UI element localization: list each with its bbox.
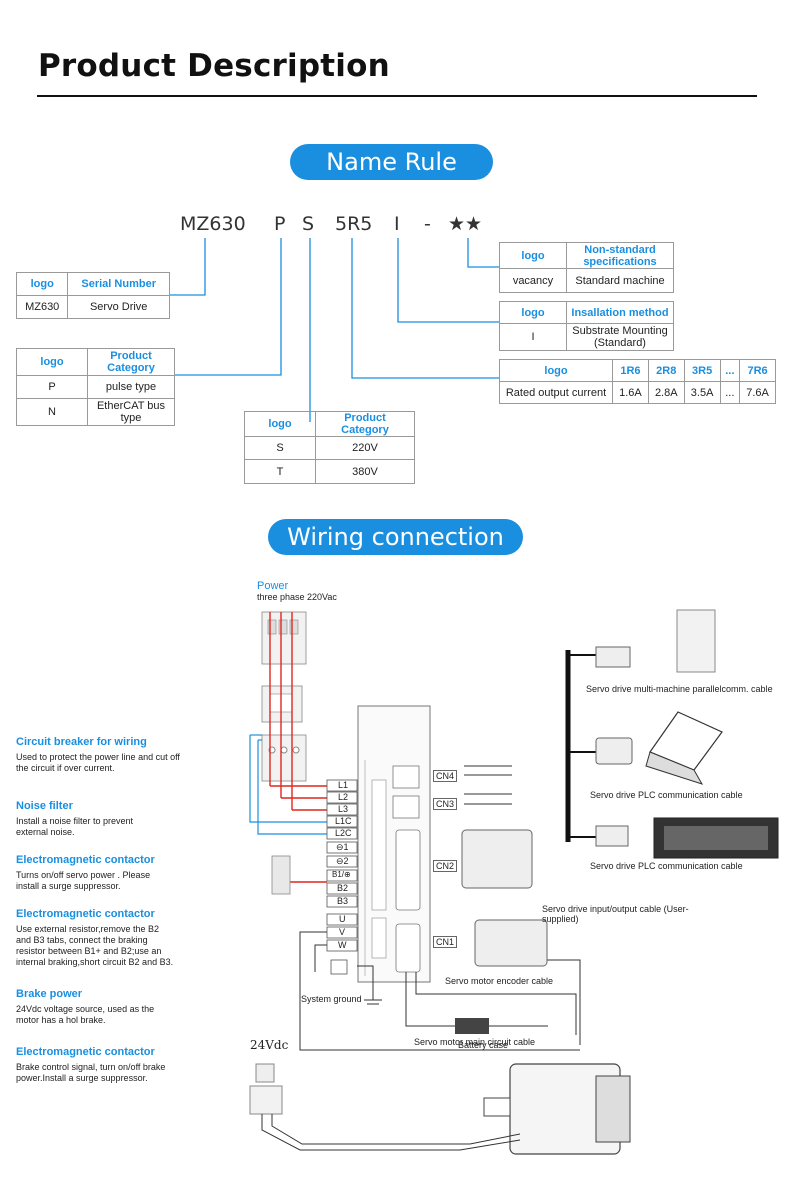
braking-resistor-icon <box>271 855 291 895</box>
table-cell: 2.8A <box>647 381 685 404</box>
power-title: Power <box>257 580 289 592</box>
table-cell: T <box>244 459 316 484</box>
terminal-l1c: L1C <box>335 816 352 826</box>
name-rule-connectors <box>170 238 499 422</box>
table-cell: Standard machine <box>566 268 674 293</box>
table-header: Product Category <box>87 348 175 376</box>
brake-power-supply-icon <box>249 1063 521 1151</box>
noise-filter-icon <box>261 685 303 723</box>
plc-cable-label-1: Servo drive PLC communication cable <box>590 790 743 800</box>
servo-drive-parallel-icon <box>595 609 716 673</box>
table-cell: I <box>499 323 567 351</box>
plc-cable-label-2: Servo drive PLC communication cable <box>590 861 743 871</box>
terminal-l2: L2 <box>338 792 349 802</box>
terminal-l1: L1 <box>338 780 349 790</box>
voltage-table: logo Product Category S 220V T 380V <box>244 411 415 484</box>
desc-brake-contactor: Electromagnetic contactor Brake control … <box>16 1046 166 1083</box>
table-header: 3R5 <box>683 359 721 382</box>
cn3-label: CN3 <box>433 798 458 810</box>
table-cell: Rated output current <box>499 381 613 404</box>
table-header: Non-standard specifications <box>566 242 674 269</box>
laptop-icon <box>595 711 723 785</box>
cn2-plug-icon <box>461 829 533 889</box>
code-dash: - <box>424 213 431 235</box>
terminal-w: W <box>338 940 347 950</box>
contactor-icon <box>261 734 307 782</box>
terminal-neg2: ⊖2 <box>336 856 349 866</box>
circuit-breaker-icon <box>261 611 307 665</box>
terminal-b1: B1/⊕ <box>332 870 351 879</box>
title-divider <box>37 95 757 97</box>
code-category: P <box>274 213 286 235</box>
multi-machine-cable-label: Servo drive multi-machine parallelcomm. … <box>586 684 773 694</box>
rated-current-table: logo 1R6 2R8 3R5 ... 7R6 Rated output cu… <box>499 359 776 404</box>
table-cell: 1.6A <box>612 381 649 404</box>
table-cell: Substrate Mounting (Standard) <box>566 323 674 351</box>
vdc-label: 24Vdc <box>250 1038 289 1052</box>
encoder-cable-label: Servo motor encoder cable <box>445 976 554 986</box>
desc-contactor-1: Electromagnetic contactor Turns on/off s… <box>16 854 155 891</box>
io-cable-label: Servo drive input/output cable (User-sup… <box>542 904 689 924</box>
table-cell: vacancy <box>499 268 567 293</box>
cn2-label: CN2 <box>433 860 458 872</box>
table-cell: 380V <box>315 459 415 484</box>
table-header: logo <box>15 272 69 296</box>
table-cell: MZ630 <box>15 295 69 319</box>
terminal-u: U <box>339 914 346 924</box>
nonstandard-spec-table: logo Non-standard specifications vacancy… <box>499 242 674 293</box>
terminal-l3: L3 <box>338 804 349 814</box>
terminal-l2c: L2C <box>335 828 352 838</box>
table-cell: ... <box>719 381 741 404</box>
page-title: Product Description <box>38 48 390 84</box>
table-header: 1R6 <box>612 359 649 382</box>
table-cell: EtherCAT bus type <box>87 398 175 426</box>
servo-drive-icon <box>357 705 431 983</box>
terminal-v: V <box>339 927 346 937</box>
cn4-label: CN4 <box>433 770 458 782</box>
table-header: Insallation method <box>566 301 674 324</box>
code-series: MZ630 <box>180 213 246 235</box>
serial-number-table: logo Serial Number MZ630 Servo Drive <box>15 272 170 319</box>
table-header: Serial Number <box>67 272 170 296</box>
product-category-table: logo Product Category P pulse type N Eth… <box>16 348 175 426</box>
terminal-neg1: ⊖1 <box>336 842 349 852</box>
installation-method-table: logo Insallation method I Substrate Moun… <box>499 301 674 351</box>
table-cell: N <box>16 398 88 426</box>
code-current: 5R5 <box>335 213 373 235</box>
cn1-plug-icon <box>474 919 548 967</box>
desc-brake-power: Brake power 24Vdc voltage source, used a… <box>16 988 155 1025</box>
power-subtitle: three phase 220Vac <box>257 592 337 602</box>
servo-motor-icon <box>483 1063 631 1155</box>
desc-contactor-2: Electromagnetic contactor Use external r… <box>16 908 174 967</box>
name-rule-heading: Name Rule <box>290 144 493 180</box>
battery-case-label: Battery case <box>458 1040 509 1050</box>
desc-noise-filter: Noise filter Install a noise filter to p… <box>16 800 134 837</box>
code-nonstandard: ★★ <box>448 213 483 235</box>
main-cable-label: Servo motor main circuit cable <box>414 1037 536 1047</box>
table-cell: 7.6A <box>739 381 776 404</box>
terminal-b2: B2 <box>337 883 349 893</box>
terminal-b3: B3 <box>337 896 349 906</box>
cn1-label: CN1 <box>433 936 458 948</box>
plc-icon <box>595 817 779 859</box>
code-voltage: S <box>302 213 315 235</box>
code-install: I <box>394 213 400 235</box>
system-ground-label: System ground <box>301 994 362 1004</box>
wiring-heading: Wiring connection <box>268 519 523 555</box>
table-header: 7R6 <box>739 359 776 382</box>
battery-case-icon <box>455 1018 489 1034</box>
desc-circuit-breaker: Circuit breaker for wiring Used to prote… <box>16 736 180 773</box>
table-cell: pulse type <box>87 375 175 399</box>
table-cell: Servo Drive <box>67 295 170 319</box>
table-cell: 3.5A <box>683 381 721 404</box>
